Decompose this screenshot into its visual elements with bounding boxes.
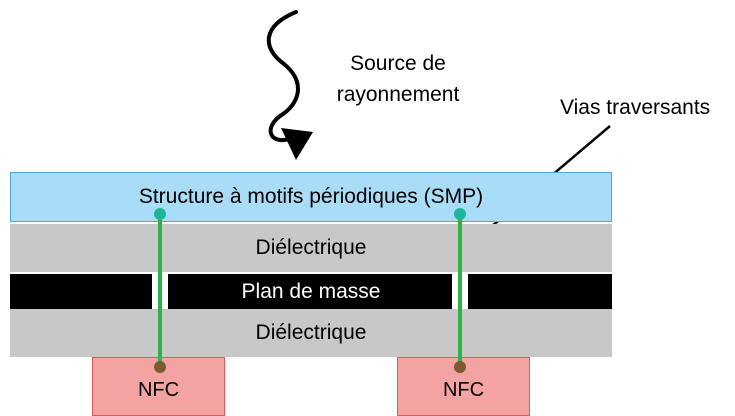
via-left-top-pad	[154, 208, 166, 220]
dielectric-top-label: Diélectrique	[255, 236, 367, 259]
dielectric-top-layer: Diélectrique	[10, 224, 612, 272]
ground-plane-layer: Plan de masse	[10, 274, 612, 309]
nfc-right-label: NFC	[442, 379, 485, 401]
source-label-line2: rayonnement	[336, 83, 460, 106]
via-left	[158, 214, 162, 366]
via-right-top-pad	[454, 208, 466, 220]
vias-label: Vias traversants	[560, 96, 711, 119]
via-left-bottom-pad	[154, 361, 166, 373]
via-right	[458, 214, 462, 366]
dielectric-bottom-label: Diélectrique	[255, 321, 367, 344]
smp-layer: Structure à motifs périodiques (SMP)	[10, 172, 612, 222]
source-label: Source de rayonnement	[328, 48, 468, 110]
nfc-chip-right: NFC	[397, 357, 530, 416]
smp-label: Structure à motifs périodiques (SMP)	[138, 185, 484, 208]
source-label-line1: Source de	[350, 52, 446, 75]
via-right-bottom-pad	[454, 361, 466, 373]
ground-plane-label: Plan de masse	[241, 279, 381, 303]
nfc-left-label: NFC	[137, 379, 180, 401]
dielectric-bottom-layer: Diélectrique	[10, 309, 612, 357]
